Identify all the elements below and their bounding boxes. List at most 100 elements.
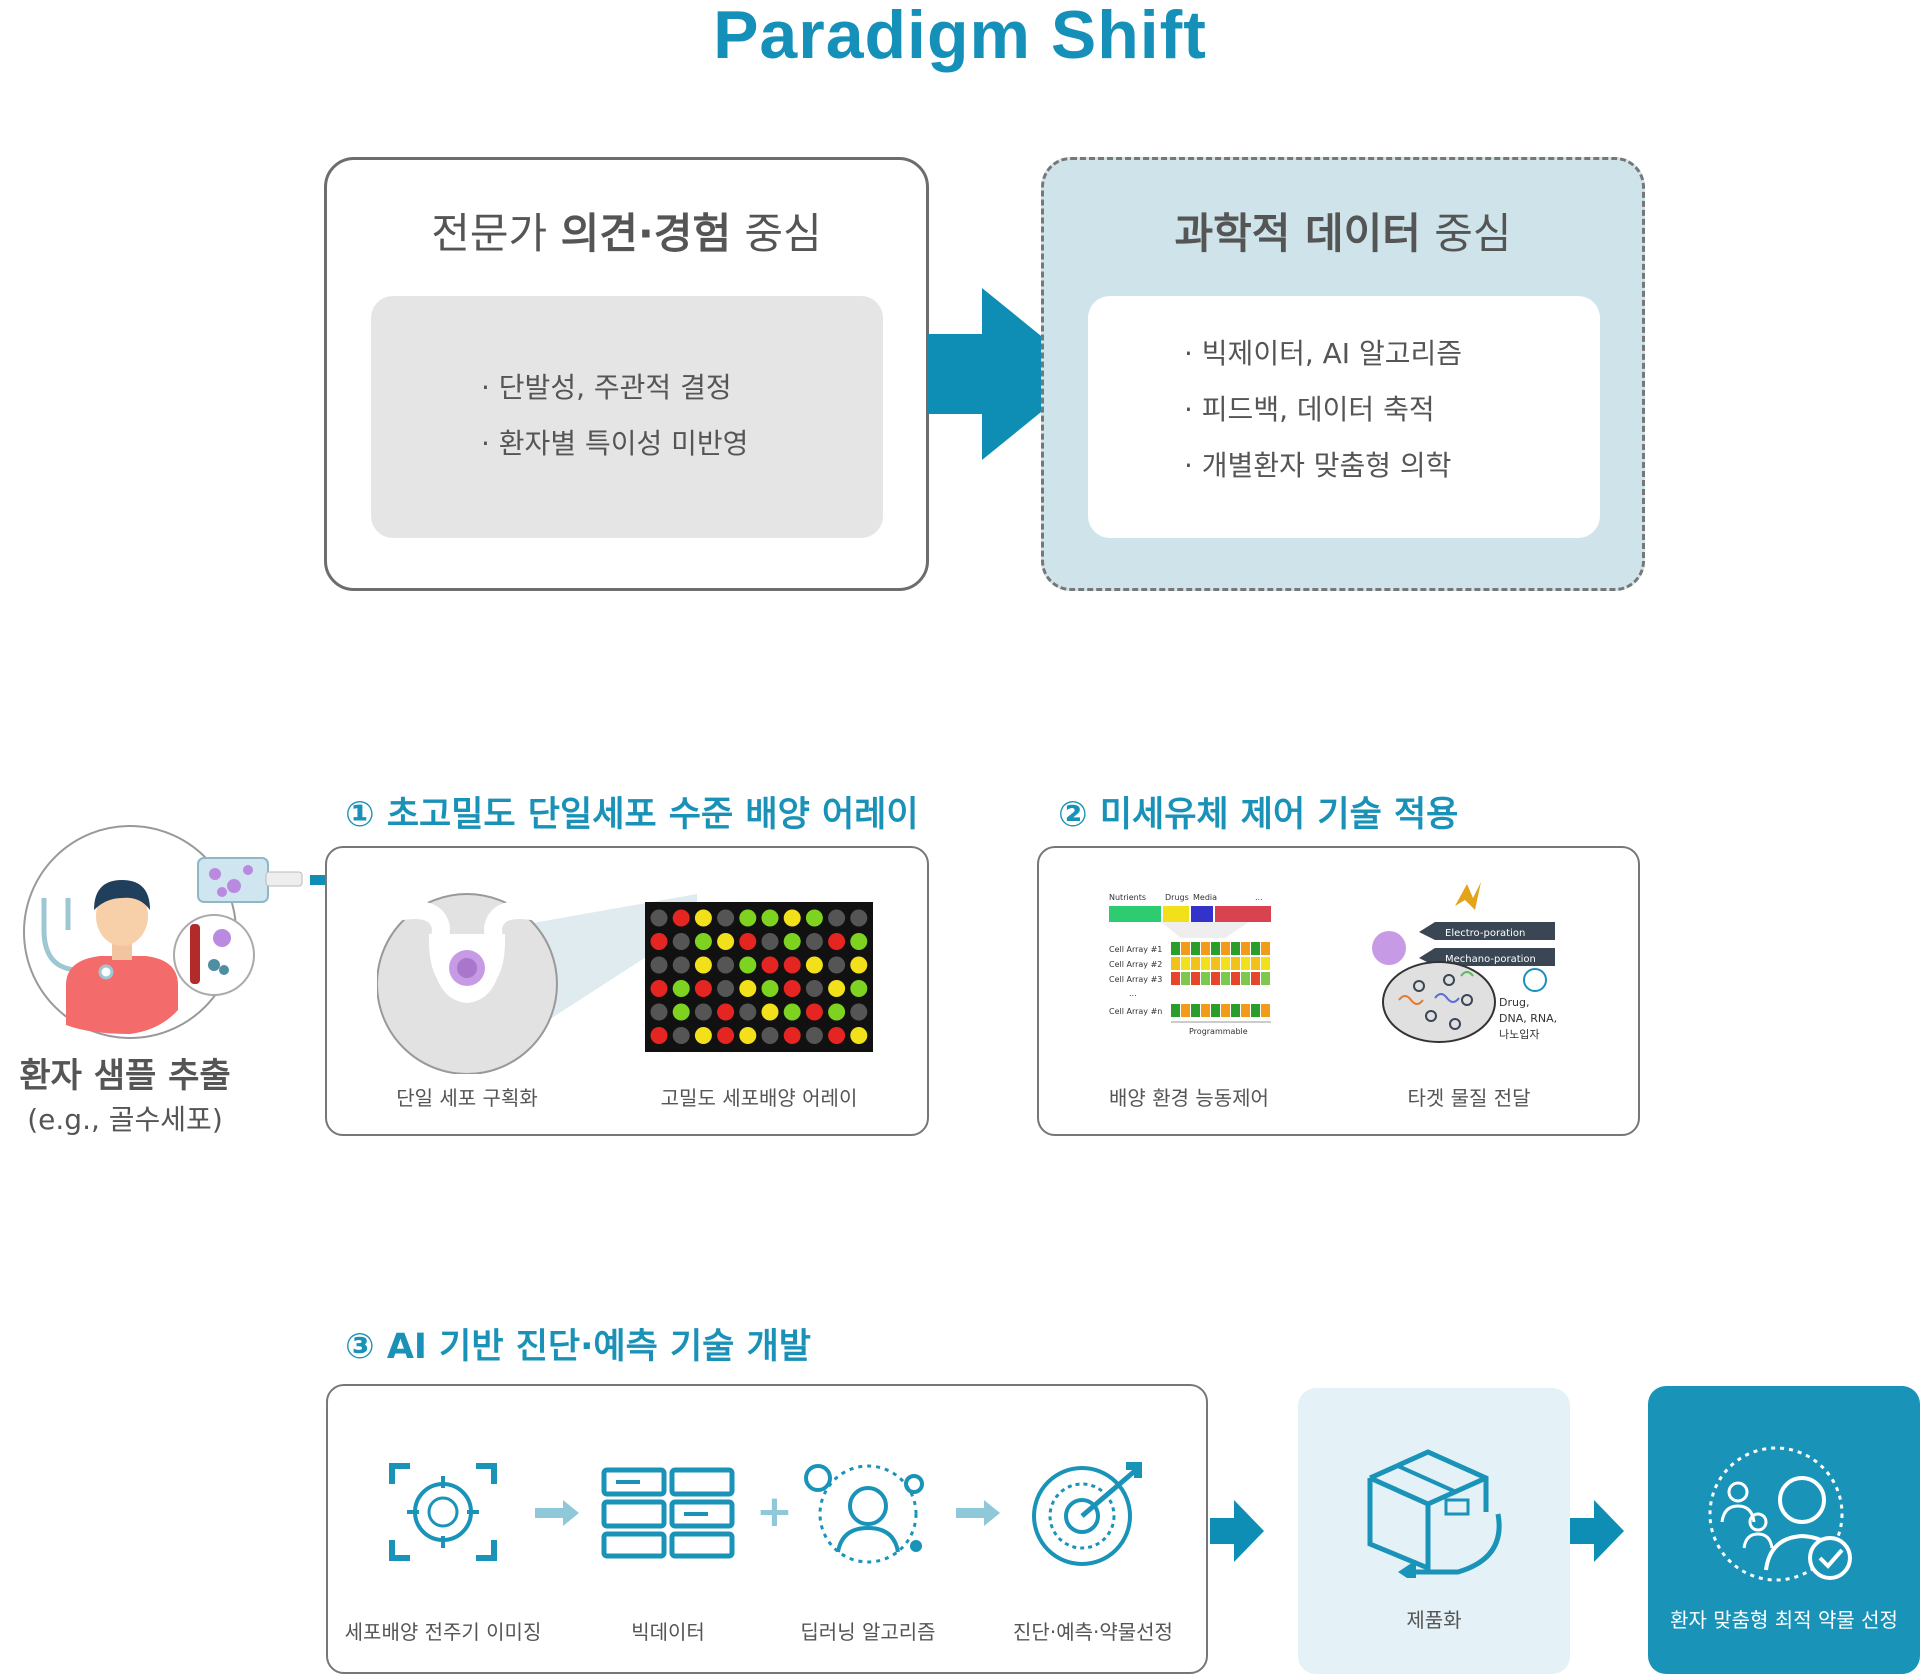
array-well (761, 933, 779, 950)
heatmap-cell (1251, 957, 1260, 970)
array-well (761, 1027, 779, 1044)
heatmap-cell (1241, 957, 1250, 970)
heatmap-cell (1181, 942, 1190, 955)
cargo-label: DNA, RNA, (1499, 1012, 1557, 1025)
cargo-label: 나노입자 (1499, 1028, 1539, 1041)
heatmap-cell (1211, 957, 1220, 970)
array-well (717, 909, 735, 927)
product-box-icon (1367, 1449, 1502, 1578)
heatmap-cell (1231, 972, 1240, 985)
final-result-box: 환자 맞춤형 최적 약물 선정 (1648, 1386, 1920, 1674)
array-well (694, 956, 712, 974)
array-well (828, 1003, 846, 1021)
array-well (783, 956, 801, 974)
row-label: Cell Array #n (1109, 1007, 1162, 1016)
patient-illustration (23, 825, 303, 1039)
section3-heading: ③ AI 기반 진단·예측 기술 개발 (345, 1327, 811, 1367)
patient-sample-sub: (e.g., 골수세포) (27, 1103, 223, 1136)
array-well (739, 980, 757, 997)
array-well (650, 1027, 668, 1044)
heatmap-cell (1221, 972, 1230, 985)
single-cell-caption: 단일 세포 구획화 (396, 1086, 538, 1110)
array-well (717, 933, 735, 950)
array-well (761, 956, 779, 974)
array-well (828, 956, 846, 974)
heatmap-cell (1171, 957, 1180, 970)
legend-label: ... (1255, 893, 1263, 902)
array-well (739, 909, 757, 927)
expert-bullet: · 단발성, 주관적 결정 (481, 371, 732, 404)
array-well (672, 909, 690, 927)
array-well (672, 933, 690, 950)
data-bullet: · 피드백, 데이터 축적 (1184, 393, 1435, 426)
section1-heading: ① 초고밀도 단일세포 수준 배양 어레이 (345, 795, 919, 835)
array-well (694, 980, 712, 997)
array-well (694, 933, 712, 950)
final-caption: 환자 맞춤형 최적 약물 선정 (1670, 1608, 1898, 1632)
heatmap-cell (1191, 942, 1200, 955)
heatmap-cell (1211, 1004, 1220, 1017)
expert-bullets-panel: · 단발성, 주관적 결정 · 환자별 특이성 미반영 (371, 296, 883, 538)
target-delivery-caption: 타겟 물질 전달 (1407, 1086, 1531, 1110)
heatmap-cell (1231, 957, 1240, 970)
step-caption: 딥러닝 알고리즘 (800, 1620, 936, 1644)
array-well (828, 933, 846, 950)
heatmap-cell (1201, 957, 1210, 970)
product-caption: 제품화 (1406, 1608, 1462, 1632)
section2-heading: ② 미세유체 제어 기술 적용 (1058, 795, 1459, 835)
array-well (739, 933, 757, 950)
data-driven-box: 과학적 데이터 중심 · 빅제이터, AI 알고리즘 · 피드백, 데이터 축적… (1041, 157, 1645, 591)
cargo-label: Drug, (1499, 996, 1529, 1009)
expert-head-bold: 의견·경험 (560, 209, 732, 258)
heatmap-cell (1251, 1004, 1260, 1017)
array-well (717, 956, 735, 974)
row-label: Cell Array #3 (1109, 975, 1162, 984)
array-well (650, 1003, 668, 1021)
row-label: Cell Array #1 (1109, 945, 1162, 954)
heatmap-cell (1181, 1004, 1190, 1017)
array-well (783, 1003, 801, 1021)
product-box: 제품화 (1298, 1388, 1570, 1674)
data-bullet: · 개별환자 맞춤형 의학 (1184, 449, 1452, 482)
array-well (850, 980, 868, 997)
heatmap-cell (1221, 1004, 1230, 1017)
mechanoporation-label: Mechano-poration (1445, 954, 1536, 965)
plus-icon: + (756, 1486, 793, 1537)
step-caption: 세포배양 전주기 이미징 (344, 1620, 542, 1644)
target-icon (1032, 1462, 1142, 1566)
expert-bullet: · 환자별 특이성 미반영 (481, 427, 749, 460)
array-well (850, 956, 868, 974)
data-box-heading: 과학적 데이터 중심 (1044, 200, 1642, 261)
culture-control-heatmap: Nutrients Drugs Media ... Cell Array #1 … (1109, 893, 1271, 1036)
heatmap-cell (1191, 957, 1200, 970)
section1-panel: 단일 세포 구획화 고밀도 세포배양 어레이 (325, 846, 929, 1136)
light-arrow-icon (535, 1500, 579, 1526)
heatmap-cell (1201, 942, 1210, 955)
electroporation-label: Electro-poration (1445, 928, 1525, 939)
array-well (650, 956, 668, 974)
heatmap-cell (1171, 942, 1180, 955)
heatmap-cell (1211, 972, 1220, 985)
array-well (805, 909, 823, 927)
array-well (694, 1003, 712, 1021)
heatmap-cells (1171, 942, 1270, 1017)
array-well (805, 1003, 823, 1021)
heatmap-cell (1221, 957, 1230, 970)
array-well (828, 909, 846, 927)
array-well (783, 909, 801, 927)
expert-head-post: 중심 (731, 209, 822, 258)
heatmap-cell (1261, 942, 1270, 955)
array-well (672, 1003, 690, 1021)
array-well (783, 933, 801, 950)
array-well (805, 933, 823, 950)
heatmap-cell (1221, 942, 1230, 955)
step-caption: 진단·예측·약물선정 (1013, 1620, 1173, 1644)
array-well (805, 980, 823, 997)
flow-arrow (1210, 1500, 1264, 1562)
array-well (717, 980, 735, 997)
step-caption: 빅데이터 (631, 1620, 705, 1644)
heatmap-cell (1191, 1004, 1200, 1017)
personalized-patient-icon (1708, 1446, 1852, 1582)
row-label: ... (1129, 989, 1137, 998)
heatmap-cell (1241, 972, 1250, 985)
